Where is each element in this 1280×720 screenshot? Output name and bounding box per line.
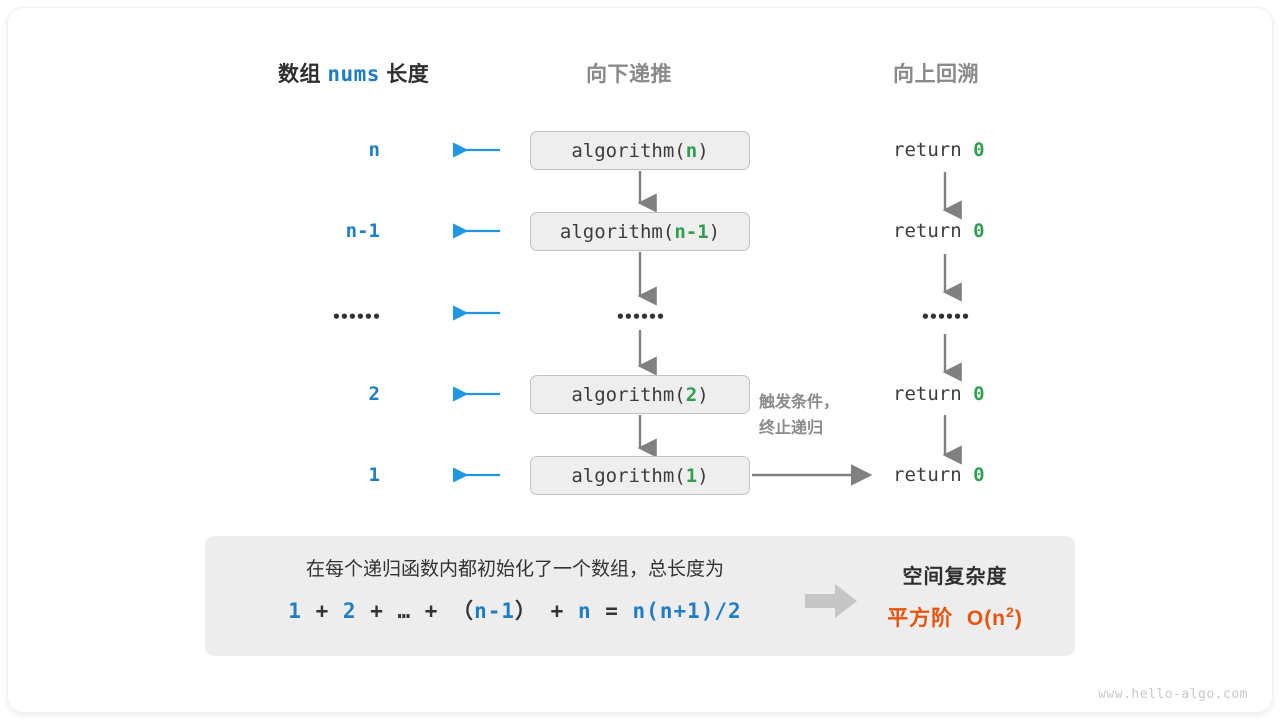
formula-term-2: 2 <box>342 599 357 623</box>
summary-text: 在每个递归函数内都初始化了一个数组，总长度为 1 + 2 + … + （n-1）… <box>235 555 795 625</box>
return-value-row-3: 0 <box>973 383 985 405</box>
return-value-row-1: 0 <box>973 220 985 242</box>
call-name-row-0: algorithm <box>571 139 675 162</box>
call-box-row-1: algorithm(n-1) <box>530 212 750 251</box>
complexity-result: 空间复杂度 平方阶 O(n2) <box>845 560 1065 632</box>
terminate-note-line1: 触发条件， <box>759 394 840 411</box>
block-arrow-icon <box>805 584 857 618</box>
call-arg-row-3: 2 <box>685 383 698 406</box>
call-box-row-2: •••••• <box>615 308 665 326</box>
header-left-suffix: 长度 <box>386 63 430 86</box>
formula-term-5: n(n+1)/2 <box>632 599 742 623</box>
formula-op-4: = <box>591 599 633 623</box>
formula-op-1: + <box>301 599 343 623</box>
header-middle: 向下递推 <box>586 63 672 86</box>
return-row-0: return 0 <box>893 139 985 161</box>
call-arg-row-1: n-1 <box>674 220 709 243</box>
complexity-bigo: O(n <box>966 607 1007 630</box>
call-arg-row-0: n <box>685 139 698 162</box>
formula-term-1: 1 <box>288 599 302 623</box>
length-label-row-1: n-1 <box>345 220 380 242</box>
complexity-bigo-tail: ) <box>1014 607 1023 630</box>
summary-panel: 在每个递归函数内都初始化了一个数组，总长度为 1 + 2 + … + （n-1）… <box>205 536 1075 656</box>
length-label-row-4: 1 <box>368 464 380 486</box>
header-left-prefix: 数组 <box>278 63 321 86</box>
header-left: 数组 nums 长度 <box>278 58 429 88</box>
terminate-note: 触发条件， 终止递归 <box>759 390 839 442</box>
call-name-row-4: algorithm <box>571 464 675 487</box>
return-label-row-1: return <box>893 220 962 242</box>
complexity-value: 平方阶 O(n2) <box>845 602 1065 632</box>
length-label-row-3: 2 <box>368 383 380 405</box>
header-right: 向上回溯 <box>893 63 979 86</box>
return-label-row-3: return <box>893 383 962 405</box>
return-value-row-0: 0 <box>973 139 985 161</box>
complexity-order-name: 平方阶 <box>887 607 954 630</box>
length-label-row-0: n <box>368 139 380 161</box>
return-row-3: return 0 <box>893 383 985 405</box>
formula-op-2: + … + （ <box>356 599 475 623</box>
return-row-1: return 0 <box>893 220 985 242</box>
return-label-row-0: return <box>893 139 962 161</box>
complexity-title: 空间复杂度 <box>902 566 1008 588</box>
complexity-exponent: 2 <box>1006 604 1015 620</box>
formula-term-4: n <box>577 599 592 623</box>
call-name-row-3: algorithm <box>571 383 675 406</box>
watermark: www.hello-algo.com <box>1098 687 1248 702</box>
return-row-2: •••••• <box>920 308 970 326</box>
length-label-row-2: •••••• <box>331 308 381 326</box>
call-box-row-0: algorithm(n) <box>530 131 750 170</box>
formula-term-3: n-1 <box>474 599 515 623</box>
terminate-note-line2: 终止递归 <box>759 420 824 437</box>
summary-description: 在每个递归函数内都初始化了一个数组，总长度为 <box>305 559 724 580</box>
call-box-row-3: algorithm(2) <box>530 375 750 414</box>
formula-op-3: ） + <box>515 599 578 623</box>
call-arg-row-4: 1 <box>685 464 698 487</box>
call-name-row-1: algorithm <box>559 220 663 243</box>
header-left-mono: nums <box>327 62 380 86</box>
return-row-4: return 0 <box>893 464 985 486</box>
return-value-row-4: 0 <box>973 464 985 486</box>
call-box-row-4: algorithm(1) <box>530 456 750 495</box>
return-label-row-4: return <box>893 464 962 486</box>
summary-formula: 1 + 2 + … + （n-1） + n = n(n+1)/2 <box>235 595 795 625</box>
